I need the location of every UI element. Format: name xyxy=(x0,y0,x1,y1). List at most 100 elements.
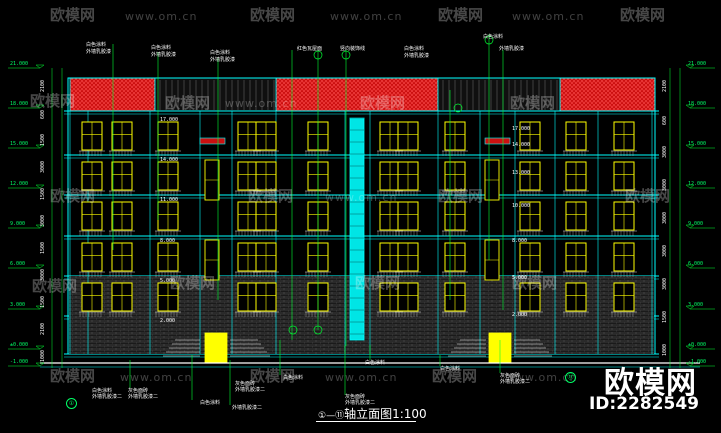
brand-watermark-logo: 欧模网 xyxy=(604,366,697,401)
note-bottom-1: 白色涂料 xyxy=(92,388,113,394)
dims-l-item: 600 xyxy=(40,109,46,119)
note-top-2: 白色涂料 xyxy=(151,45,172,51)
brand-id-label: ID:2282549 xyxy=(588,394,699,414)
note-top-6: 白色涂料 xyxy=(404,46,425,52)
lvl-right-item: 18.000 xyxy=(688,101,707,107)
elev-marker-right xyxy=(685,305,695,310)
watermark-site-5: www.om.cn xyxy=(325,191,398,204)
dims-l-item: 1500 xyxy=(40,133,46,146)
lvl-center-item: 8.000 xyxy=(160,238,176,244)
watermark-brand-19: 欧模网 xyxy=(432,367,478,385)
leader-bubble-5 xyxy=(313,325,323,335)
note-bottom-3: 白色涂料 xyxy=(200,400,221,406)
elev-marker-right xyxy=(685,345,695,350)
note-top-7: 白色涂料 xyxy=(483,34,504,40)
elev-marker-right xyxy=(685,144,695,149)
roof-gable-right xyxy=(437,77,561,112)
leader-bubble-0 xyxy=(313,50,323,60)
note-bottom-10b: 外墙乳胶漆二 xyxy=(500,379,531,385)
note-top-6b: 外墙乳胶漆 xyxy=(404,53,430,59)
drawing-title-prefix: ①—⑪ xyxy=(318,411,345,421)
dims-r-item: 3000 xyxy=(662,178,668,191)
lvl-rc-item: 2.000 xyxy=(512,312,528,318)
watermark-brand-4: 欧模网 xyxy=(620,6,666,24)
note-top-3b: 外墙乳胶漆 xyxy=(210,57,236,63)
note-bottom-1b: 外墙乳胶漆二 xyxy=(92,394,123,400)
elev-marker-left xyxy=(35,184,45,189)
watermark-brand-2: 欧模网 xyxy=(250,6,296,24)
note-bottom-7b: 外墙乳胶漆二 xyxy=(345,400,376,406)
elev-marker-left xyxy=(35,224,45,229)
watermark-brand-18: 欧模网 xyxy=(250,367,296,385)
lvl-right-item: 6.000 xyxy=(688,261,704,267)
roof-tile-right xyxy=(559,77,656,112)
lvl-left-item: ±0.000 xyxy=(10,342,29,348)
lvl-left-item: 12.000 xyxy=(10,181,29,187)
lvl-center-item: 5.000 xyxy=(160,278,176,284)
dims-l-item: 1500 xyxy=(40,187,46,200)
lvl-center-item: 11.000 xyxy=(160,197,179,203)
note-bottom-4: 灰色面砖 xyxy=(235,381,256,387)
dims-l-item: 3000 xyxy=(40,160,46,173)
lvl-left-item: 21.000 xyxy=(10,61,29,67)
watermark-site-3: www.om.cn xyxy=(512,10,585,23)
note-top-1: 白色涂料 xyxy=(86,42,107,48)
roof-tile-left xyxy=(69,77,156,112)
watermark-site-7: www.om.cn xyxy=(325,371,398,384)
dims-r-item: 600 xyxy=(662,115,668,125)
lvl-right-item: 3.000 xyxy=(688,302,704,308)
elev-marker-left xyxy=(35,264,45,269)
watermark-brand-15: 欧模网 xyxy=(355,274,401,292)
elev-marker-left xyxy=(35,64,45,69)
note-bottom-6: 白色涂料 xyxy=(283,375,304,381)
entrance-door-left xyxy=(204,332,228,364)
watermark-brand-7: 欧模网 xyxy=(360,94,406,112)
stair-glass-strip xyxy=(349,117,365,341)
watermark-site-2: www.om.cn xyxy=(330,10,403,23)
title-underline xyxy=(316,421,416,422)
drawing-title: ①—⑪轴立面图1:100 xyxy=(318,405,427,422)
watermark-brand-6: 欧模网 xyxy=(165,94,211,112)
dims-l-item: 3000 xyxy=(40,214,46,227)
dims-l-item: 2100 xyxy=(40,79,46,92)
watermark-brand-5: 欧模网 xyxy=(30,92,76,110)
dims-l-item: 2100 xyxy=(40,322,46,335)
lvl-right-item: 15.000 xyxy=(688,141,707,147)
elev-marker-left xyxy=(35,305,45,310)
elev-marker-right xyxy=(685,224,695,229)
lvl-right-item: ±0.000 xyxy=(688,342,707,348)
watermark-brand-17: 欧模网 xyxy=(50,367,96,385)
lvl-right-item: 12.000 xyxy=(688,181,707,187)
elev-marker-left xyxy=(35,104,45,109)
lvl-left-item: -1.000 xyxy=(10,359,29,365)
note-bottom-4b: 外墙乳胶漆二 xyxy=(235,387,266,393)
leader-bubble-1 xyxy=(341,50,351,60)
lvl-left-item: 3.000 xyxy=(10,302,26,308)
axis-bubble-end: ⑪ xyxy=(565,372,576,383)
lvl-left-item: 18.000 xyxy=(10,101,29,107)
lvl-rc-item: 14.000 xyxy=(512,142,531,148)
watermark-site-6: www.om.cn xyxy=(120,371,193,384)
dims-l-item: 1000 xyxy=(40,349,46,362)
watermark-brand-10: 欧模网 xyxy=(248,187,294,205)
elev-marker-right xyxy=(685,264,695,269)
lvl-left-item: 15.000 xyxy=(10,141,29,147)
lvl-rc-item: 8.000 xyxy=(512,238,528,244)
dims-r-item: 3000 xyxy=(662,277,668,290)
note-bottom-2b: 外墙乳胶漆二 xyxy=(128,394,159,400)
lvl-rc-item: 17.000 xyxy=(512,126,531,132)
note-bottom-2: 灰色面砖 xyxy=(128,388,149,394)
axis-bubble-start: ① xyxy=(66,398,77,409)
watermark-site-4: www.om.cn xyxy=(225,97,298,110)
dims-r-item: 1500 xyxy=(662,310,668,323)
roof-tile-center xyxy=(275,77,439,112)
watermark-brand-3: 欧模网 xyxy=(438,6,484,24)
stair-canopy-right xyxy=(484,137,511,145)
dims-r-item: 3000 xyxy=(662,244,668,257)
note-bottom-10: 灰色面砖 xyxy=(500,373,521,379)
leader-bubble-2 xyxy=(484,35,494,45)
note-bottom-7: 灰色面砖 xyxy=(345,394,366,400)
lvl-right-item: 21.000 xyxy=(688,61,707,67)
